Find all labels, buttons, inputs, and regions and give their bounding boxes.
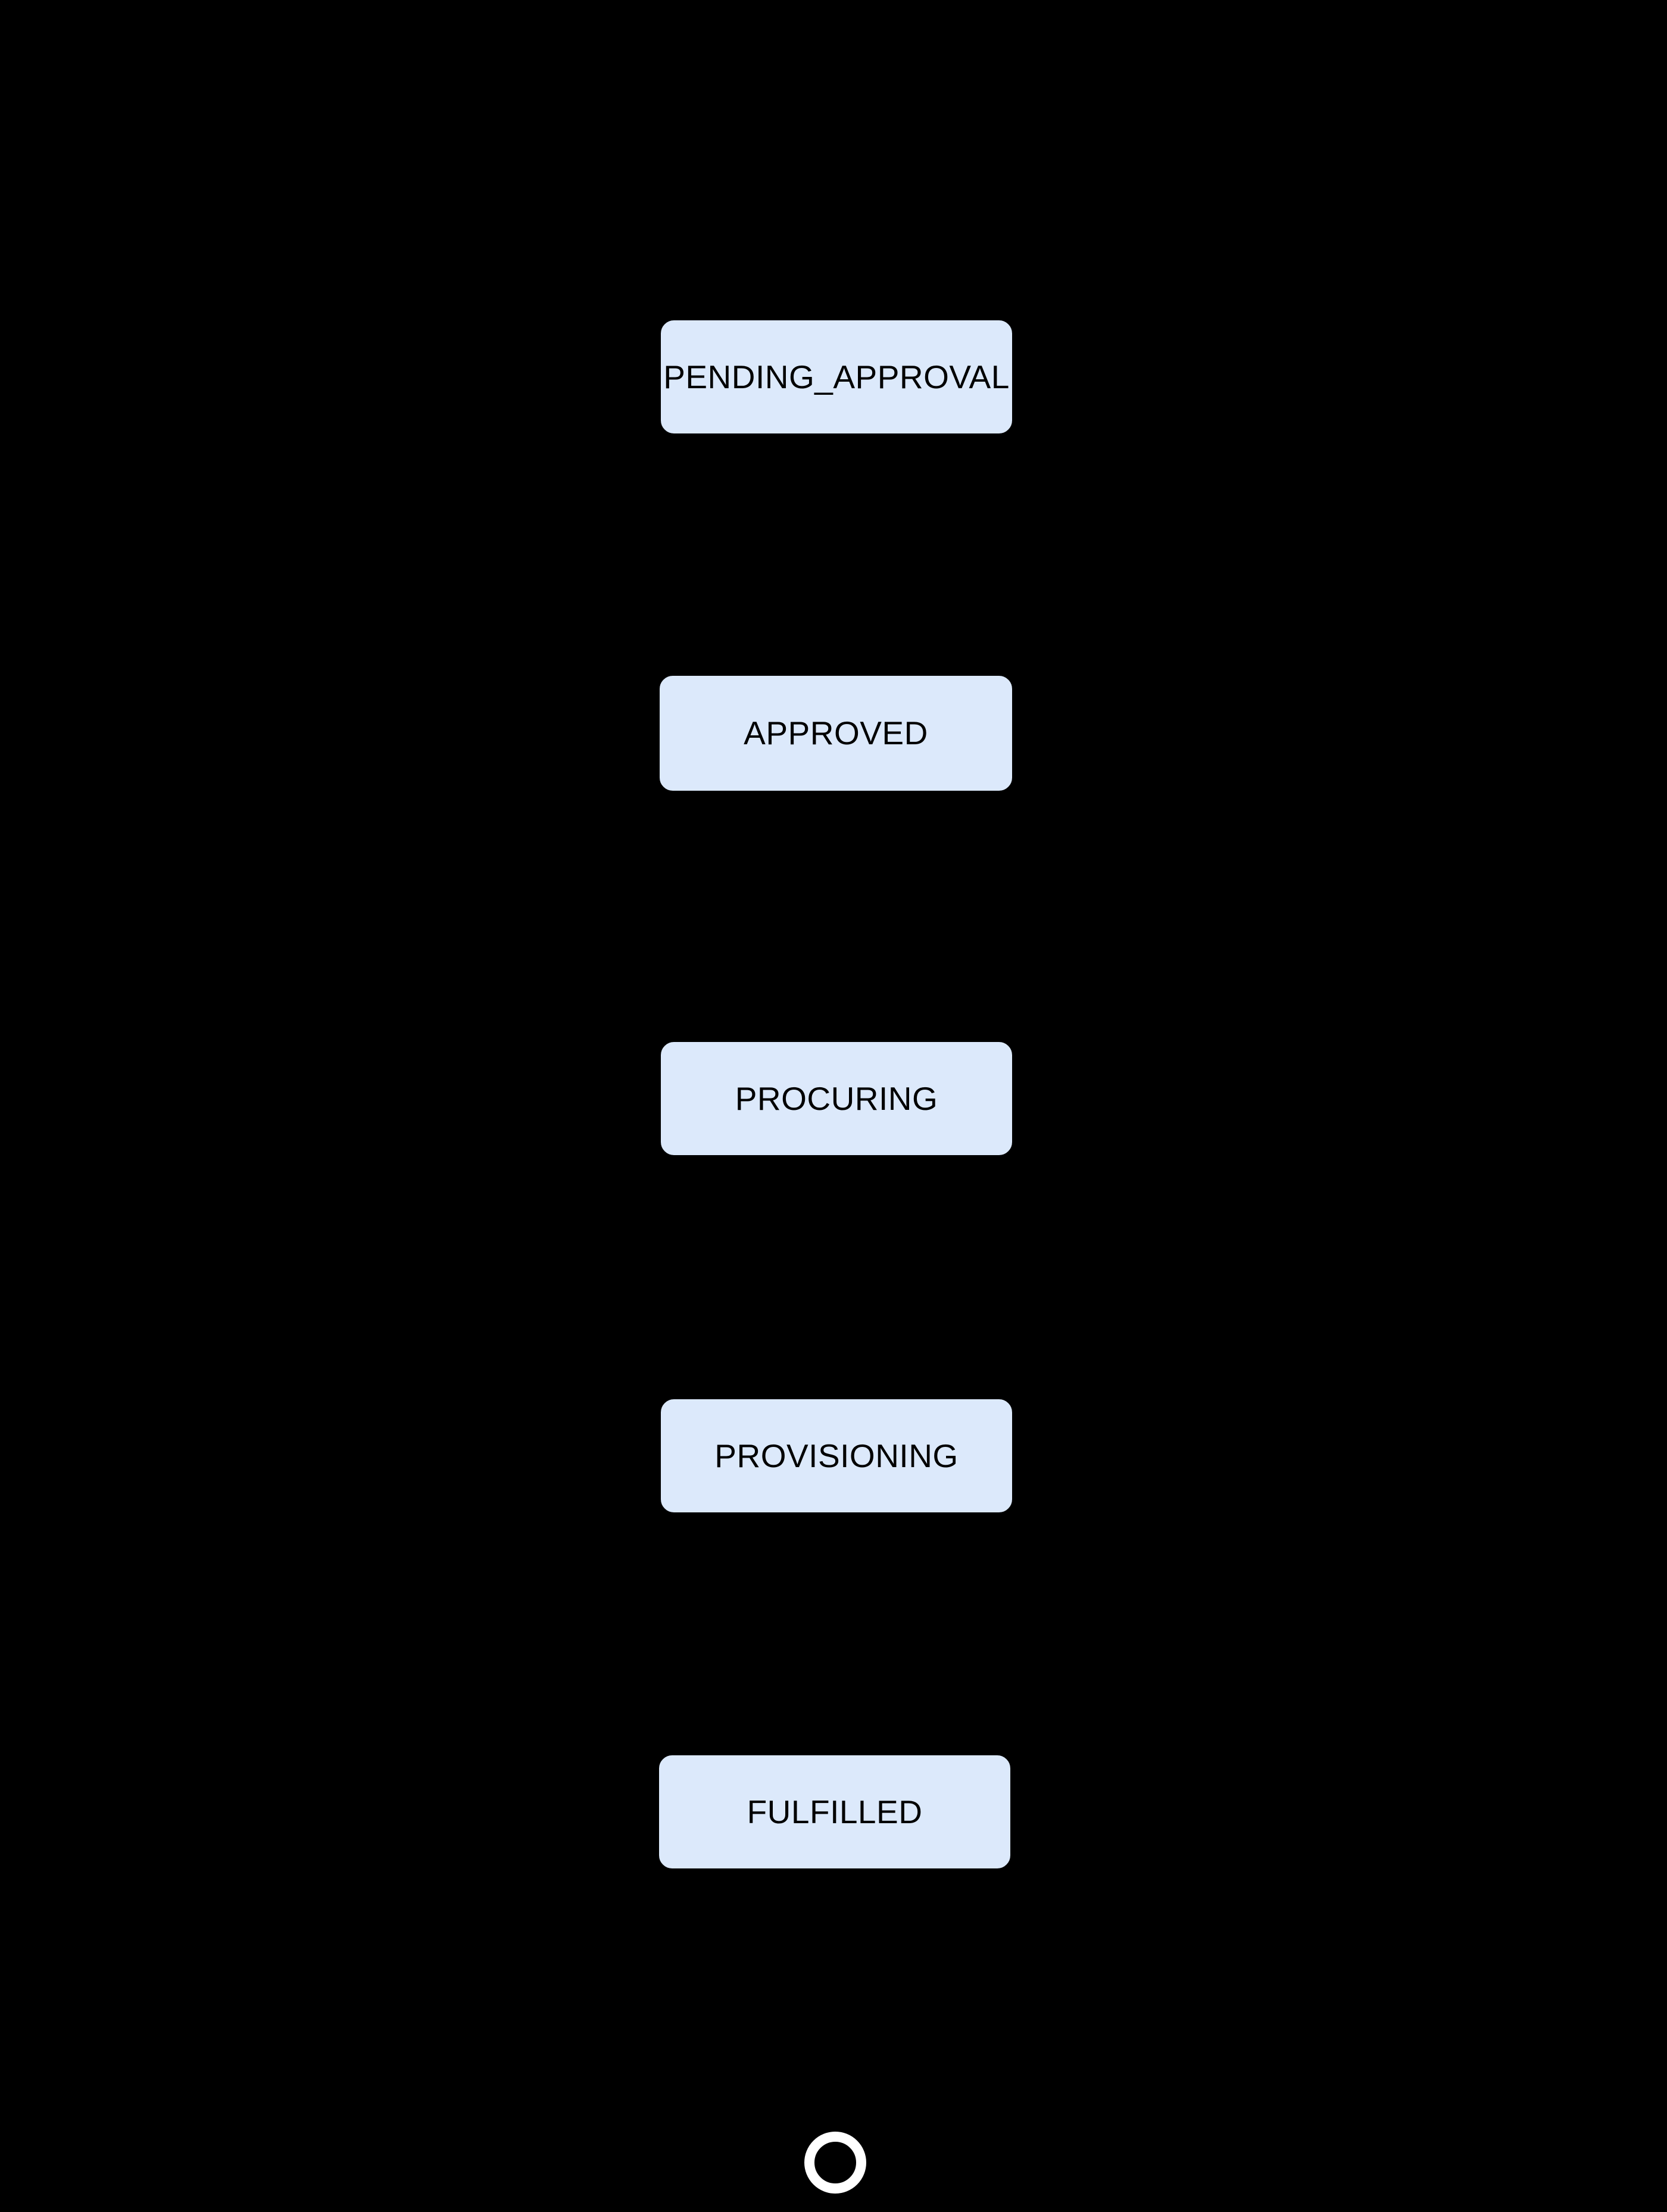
transition-provisioning-to-fulfilled — [832, 1512, 839, 1745]
state-node-pending-approval[interactable]: PENDING_APPROVAL — [661, 320, 1012, 433]
state-node-approved[interactable]: APPROVED — [660, 676, 1012, 791]
state-label-fulfilled: FULFILLED — [747, 1793, 923, 1830]
state-label-pending-approval: PENDING_APPROVAL — [663, 358, 1010, 395]
state-label-approved: APPROVED — [744, 715, 928, 751]
end-state-marker — [804, 2132, 866, 2194]
state-node-procuring[interactable]: PROCURING — [661, 1042, 1012, 1155]
state-label-procuring: PROCURING — [735, 1080, 938, 1117]
arrowhead-provisioning-to-fulfilled — [826, 1742, 843, 1755]
arrowhead-fulfilled-to-end — [827, 2119, 844, 2132]
arrowhead-pending-approval-to-approved — [828, 663, 844, 676]
state-node-provisioning[interactable]: PROVISIONING — [661, 1399, 1012, 1512]
arrowhead-approved-to-procuring — [828, 1029, 845, 1042]
state-label-provisioning: PROVISIONING — [714, 1437, 959, 1474]
state-node-fulfilled[interactable]: FULFILLED — [659, 1755, 1010, 1868]
arrowhead-procuring-to-provisioning — [828, 1386, 845, 1399]
